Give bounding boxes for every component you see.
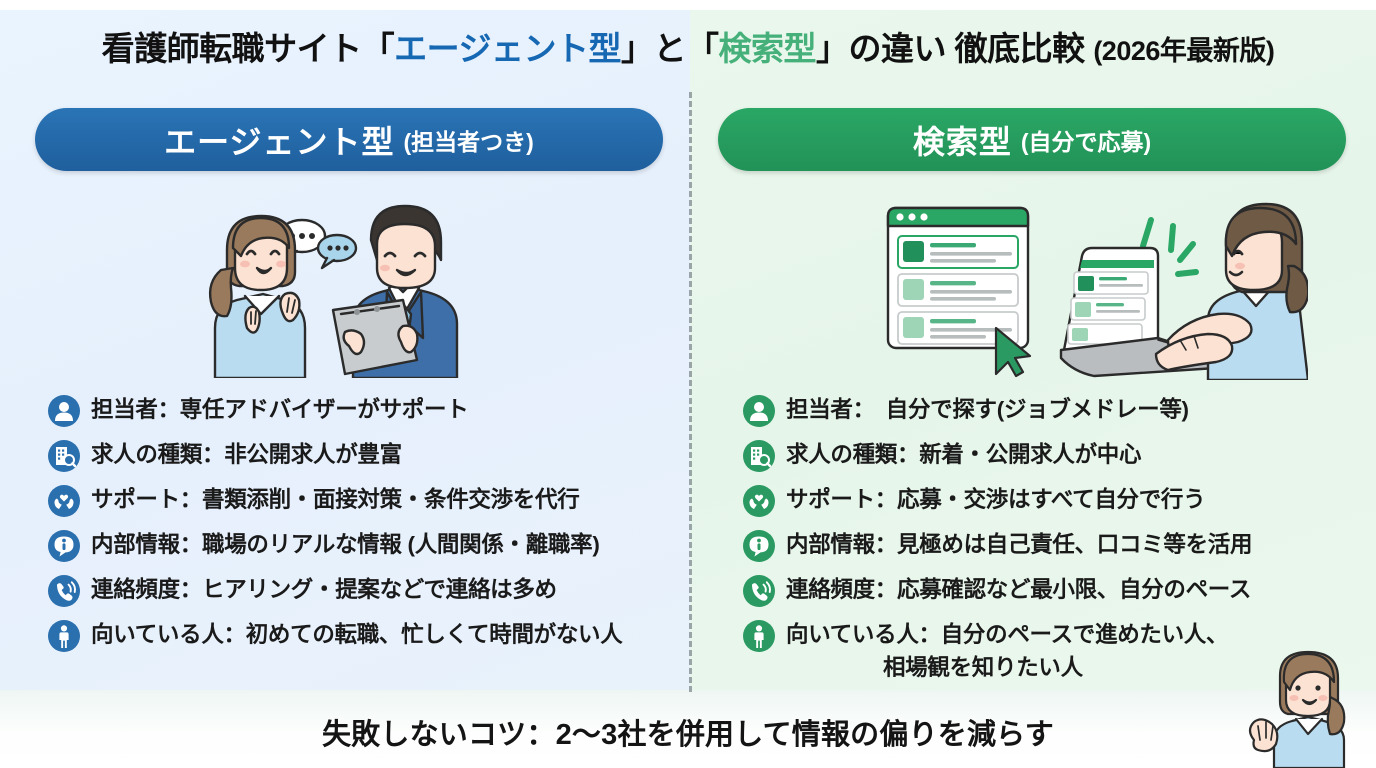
- search-type-feature-list: 担当者： 自分で探す(ジョブメドレー等) 求人の種類：新着・公開求人が中心 サポ…: [743, 393, 1368, 695]
- list-item-label: 連絡頻度：応募確認など最小限、自分のペース: [786, 577, 1252, 602]
- page-title: 看護師転職サイト「エージェント型」と「検索型」の違い 徹底比較 (2026年最新…: [0, 22, 1376, 70]
- list-item-label: 内部情報：見極めは自己責任、口コミ等を活用: [786, 532, 1253, 557]
- list-item: 向いている人：初めての転職、忙しくて時間がない人: [48, 618, 688, 652]
- list-item: 内部情報：職場のリアルな情報 (人間関係・離職率): [48, 528, 688, 562]
- job-search-laptop-illustration: [868, 190, 1310, 382]
- right-banner-title: 検索型: [912, 123, 1012, 160]
- title-part-1: 看護師転職サイト「: [101, 30, 395, 67]
- list-item-label: 求人の種類：非公開求人が豊富: [91, 442, 402, 467]
- left-banner-subtitle: (担当者つき): [403, 128, 534, 155]
- title-part-3: 」の違い 徹底比較: [815, 30, 1094, 67]
- person-icon: [743, 395, 775, 427]
- person-icon: [48, 395, 80, 427]
- smiling-nurse-waving-illustration: [1244, 648, 1372, 768]
- list-item: 連絡頻度：ヒアリング・提案などで連絡は多め: [48, 573, 688, 607]
- list-item-label: 向いている人：自分のペースで進めたい人、相場観を知りたい人: [786, 618, 1229, 684]
- list-item: サポート：書類添削・面接対策・条件交渉を代行: [48, 483, 688, 517]
- list-item: 求人の種類：非公開求人が豊富: [48, 438, 688, 472]
- info-bubble-icon: [743, 530, 775, 562]
- hands-heart-icon: [48, 485, 80, 517]
- bottom-white-strip: [0, 690, 1376, 768]
- list-item-label: 求人の種類：新着・公開求人が中心: [786, 442, 1142, 467]
- list-item-label: 担当者： 自分で探す(ジョブメドレー等): [786, 397, 1189, 422]
- title-year-badge: (2026年最新版): [1093, 36, 1275, 66]
- right-banner-subtitle: (自分で応募): [1020, 128, 1152, 155]
- nurse-and-advisor-illustration: [185, 188, 515, 380]
- center-dashed-divider: [689, 92, 692, 692]
- building-search-icon: [743, 440, 775, 472]
- list-item-label: 連絡頻度：ヒアリング・提案などで連絡は多め: [91, 577, 557, 602]
- list-item: 担当者：専任アドバイザーがサポート: [48, 393, 688, 427]
- footer-tip-text: 失敗しないコツ：2〜3社を併用して情報の偏りを減らす: [321, 719, 1054, 751]
- top-white-strip: [0, 0, 1376, 10]
- building-search-icon: [48, 440, 80, 472]
- list-item: 内部情報：見極めは自己責任、口コミ等を活用: [743, 528, 1368, 562]
- title-highlight-agent: エージェント型: [394, 30, 621, 67]
- info-bubble-icon: [48, 530, 80, 562]
- list-item-label: 向いている人：初めての転職、忙しくて時間がない人: [91, 622, 623, 647]
- list-item-label-line2: 相場観を知りたい人: [883, 655, 1083, 680]
- left-column-banner: エージェント型 (担当者つき): [35, 108, 663, 171]
- list-item-label: 担当者：専任アドバイザーがサポート: [91, 397, 469, 422]
- right-column-banner: 検索型 (自分で応募): [718, 108, 1346, 171]
- list-item-label: サポート：書類添削・面接対策・条件交渉を代行: [91, 487, 580, 512]
- list-item-label: 内部情報：職場のリアルな情報 (人間関係・離職率): [91, 532, 600, 557]
- title-highlight-search: 検索型: [718, 30, 816, 67]
- phone-ring-icon: [743, 575, 775, 607]
- list-item-label: サポート：応募・交渉はすべて自分で行う: [786, 487, 1206, 512]
- list-item: 求人の種類：新着・公開求人が中心: [743, 438, 1368, 472]
- list-item: サポート：応募・交渉はすべて自分で行う: [743, 483, 1368, 517]
- list-item-label-line1: 向いている人：自分のペースで進めたい人、: [786, 622, 1229, 647]
- title-part-2: 」と「: [620, 30, 719, 67]
- hands-heart-icon: [743, 485, 775, 517]
- standing-person-icon: [743, 620, 775, 652]
- list-item: 担当者： 自分で探す(ジョブメドレー等): [743, 393, 1368, 427]
- phone-ring-icon: [48, 575, 80, 607]
- list-item: 連絡頻度：応募確認など最小限、自分のペース: [743, 573, 1368, 607]
- list-item: 向いている人：自分のペースで進めたい人、相場観を知りたい人: [743, 618, 1368, 684]
- standing-person-icon: [48, 620, 80, 652]
- agent-type-feature-list: 担当者：専任アドバイザーがサポート 求人の種類：非公開求人が豊富 サポート：書類…: [48, 393, 688, 663]
- left-banner-title: エージェント型: [164, 123, 395, 160]
